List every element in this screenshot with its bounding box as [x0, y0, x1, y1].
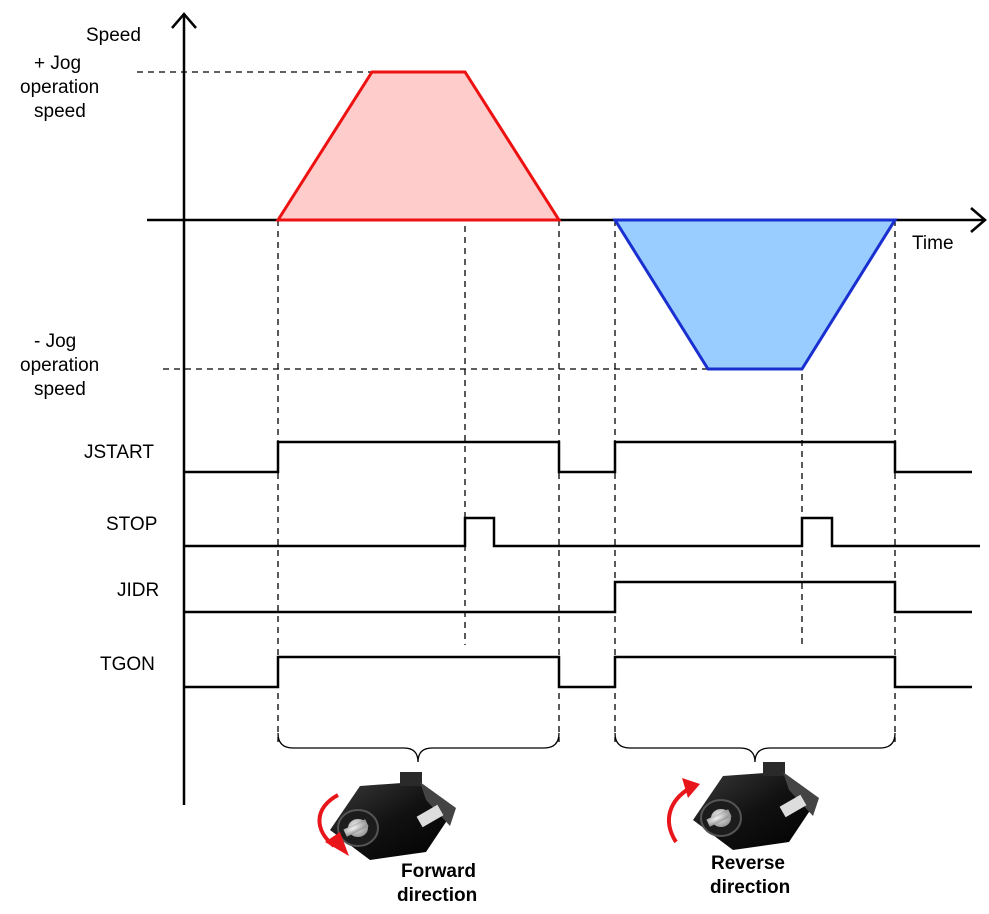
positive-speed-label: + Jog operation speed	[20, 53, 99, 122]
signal-label-jstart: JSTART	[84, 442, 154, 463]
signal-label-stop: STOP	[106, 514, 157, 535]
negative-speed-label-line3: speed	[34, 379, 86, 400]
x-axis-arrow	[970, 207, 987, 233]
positive-speed-label-line2: operation	[20, 77, 99, 98]
forward-label-line2: direction	[397, 885, 477, 906]
rotation-arrow-head	[682, 778, 700, 798]
reverse-speed-profile	[612, 218, 898, 371]
guide-lines	[137, 71, 896, 742]
forward-label-line1: Forward	[401, 861, 476, 882]
signal-label-jidr: JIDR	[117, 580, 159, 601]
waveform-jidr	[184, 580, 972, 614]
reverse-brace	[614, 732, 896, 763]
signal-label-tgon: TGON	[100, 654, 155, 675]
positive-speed-label-line3: speed	[34, 101, 86, 122]
waveform-jstart	[184, 440, 972, 474]
waveform-tgon	[184, 655, 972, 689]
signal-waveforms	[184, 440, 980, 689]
positive-speed-label-line1: + Jog	[34, 53, 81, 74]
negative-speed-label-line2: operation	[20, 355, 99, 376]
reverse-motor: Reverse direction	[666, 762, 819, 898]
waveform-stop	[184, 516, 980, 548]
forward-brace	[277, 732, 560, 763]
forward-speed-profile	[275, 70, 562, 222]
rotation-arrow-head	[325, 832, 349, 856]
negative-speed-label: - Jog operation speed	[20, 331, 99, 400]
y-axis-arrow	[171, 12, 197, 29]
forward-motor: Forward direction	[317, 772, 477, 906]
rotation-arrow-icon	[666, 786, 692, 844]
servo-motor-icon	[330, 772, 456, 860]
x-axis-label: Time	[912, 233, 954, 254]
reverse-label-line2: direction	[710, 877, 790, 898]
reverse-label-line1: Reverse	[711, 853, 785, 874]
servo-motor-icon	[693, 762, 819, 850]
y-axis-label: Speed	[86, 25, 141, 46]
negative-speed-label-line1: - Jog	[34, 331, 76, 352]
